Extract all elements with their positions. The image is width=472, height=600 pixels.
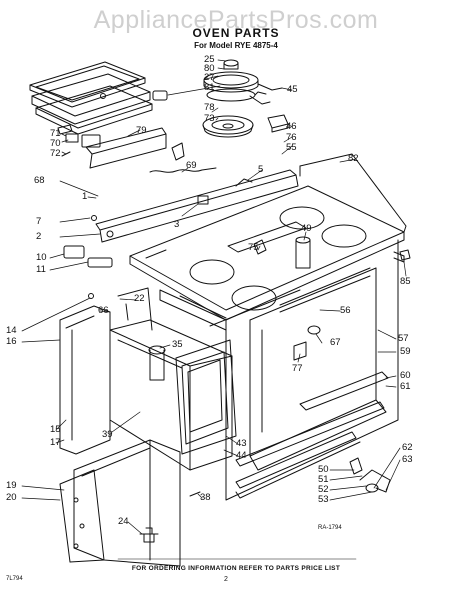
watermark-text: AppliancePartsPros.com — [93, 6, 379, 34]
callout-10: 10 — [36, 252, 47, 263]
callout-14: 14 — [6, 325, 17, 336]
drawing-code-right: RA-1794 — [318, 525, 342, 531]
part-85-leveler — [399, 249, 411, 261]
callout-39: 39 — [102, 429, 113, 440]
callout-44: 44 — [236, 450, 247, 461]
callout-2: 2 — [36, 231, 42, 242]
part-14-screw — [88, 293, 94, 299]
callout-76: 76 — [286, 132, 297, 143]
callout-63: 63 — [402, 454, 413, 465]
part-81-clip — [152, 90, 168, 101]
side-insulation — [59, 287, 153, 455]
callout-75: 75 — [248, 242, 259, 253]
page-number: 2 — [224, 576, 228, 583]
diagram-title: OVEN PARTS — [192, 26, 280, 40]
callout-53: 53 — [318, 494, 329, 505]
callout-77: 77 — [292, 363, 303, 374]
oven-liner — [109, 319, 233, 471]
callout-27: 27 — [204, 72, 215, 83]
leader-lines — [21, 59, 407, 535]
callout-55: 55 — [286, 142, 297, 153]
control-bracket — [57, 124, 185, 169]
callout-45: 45 — [287, 84, 298, 95]
part-10-switch — [63, 245, 85, 259]
callout-43: 43 — [236, 438, 247, 449]
callout-78: 78 — [204, 102, 215, 113]
callout-25: 25 — [204, 54, 215, 65]
diagram-subtitle: For Model RYE 4875-4 — [194, 41, 278, 50]
callout-59: 59 — [400, 346, 411, 357]
callout-62: 62 — [402, 442, 413, 453]
side-panel — [59, 439, 181, 567]
callout-16: 16 — [6, 336, 17, 347]
oven-burner-pan — [202, 115, 254, 138]
callout-66: 66 — [98, 305, 109, 316]
callout-81: 81 — [204, 82, 215, 93]
callout-11: 11 — [36, 264, 46, 275]
surface-burner — [203, 59, 283, 105]
callout-67: 67 — [330, 337, 341, 348]
oven-cabinet — [159, 239, 405, 501]
broiler-pan-assembly — [29, 61, 153, 135]
callout-68: 68 — [34, 175, 45, 186]
wire-harness — [149, 167, 217, 173]
callout-57: 57 — [398, 333, 409, 344]
callout-20: 20 — [6, 492, 17, 503]
callout-69: 69 — [186, 160, 197, 171]
callout-49: 49 — [301, 223, 312, 234]
ordering-note: FOR ORDERING INFORMATION REFER TO PARTS … — [131, 565, 341, 572]
oven-door-frame — [175, 339, 237, 455]
callout-56: 56 — [340, 305, 351, 316]
bottom-rails — [235, 371, 391, 499]
callout-79: 79 — [136, 125, 147, 136]
callout-85: 85 — [400, 276, 411, 287]
callout-52: 52 — [318, 484, 329, 495]
callout-5: 5 — [258, 164, 264, 175]
callout-72: 72 — [50, 148, 61, 159]
callout-7: 7 — [36, 216, 42, 227]
callout-50: 50 — [318, 464, 329, 475]
callout-19: 19 — [6, 480, 17, 491]
callout-38: 38 — [200, 492, 211, 503]
part-38-clip — [189, 491, 201, 497]
callout-70: 70 — [50, 138, 61, 149]
callout-46: 46 — [286, 121, 297, 132]
control-panel-strip — [95, 169, 299, 243]
part-24-leg — [139, 527, 159, 543]
callout-22: 22 — [134, 293, 145, 304]
callout-51: 51 — [318, 474, 329, 485]
part-11-terminal-block — [87, 257, 113, 268]
part-7-screw — [91, 215, 97, 221]
callout-1: 1 — [82, 191, 88, 202]
drawing-code-left: 7L794 — [6, 576, 23, 582]
callout-82: 82 — [348, 153, 359, 164]
callout-15: 15 — [50, 424, 61, 435]
part-46-valve — [267, 114, 289, 133]
callout-73: 73 — [204, 113, 215, 124]
callout-24: 24 — [118, 516, 129, 527]
callout-3: 3 — [174, 219, 180, 230]
callout-80: 80 — [204, 63, 215, 74]
callout-71: 71 — [50, 128, 61, 139]
callout-35: 35 — [172, 339, 183, 350]
callout-17: 17 — [50, 437, 61, 448]
callout-60: 60 — [400, 370, 411, 381]
callout-61: 61 — [400, 381, 411, 392]
